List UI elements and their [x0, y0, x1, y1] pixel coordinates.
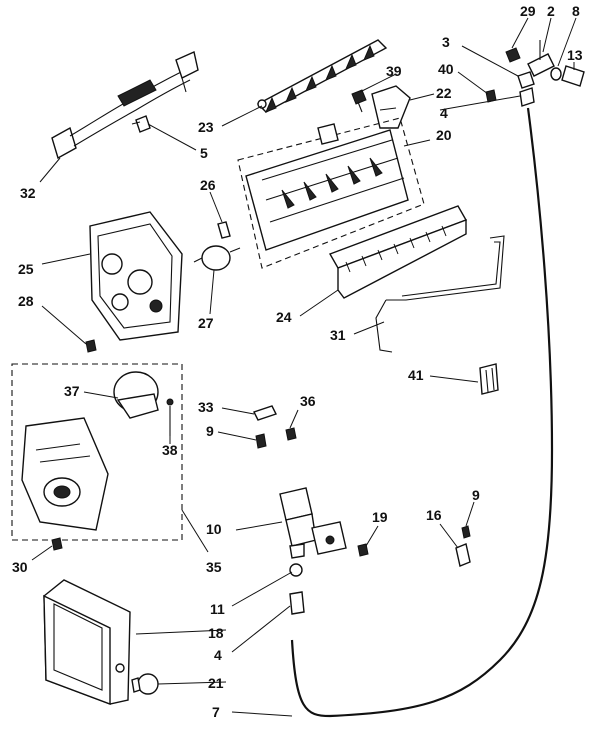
screw-38 — [166, 398, 174, 436]
label-40: 40 — [438, 61, 454, 77]
leader-lines — [31, 17, 577, 717]
label-10: 10 — [206, 521, 222, 537]
label-16: 16 — [426, 507, 442, 523]
wire-harness-32 — [51, 51, 199, 160]
label-9-right: 9 — [472, 487, 480, 503]
label-31: 31 — [330, 327, 346, 343]
label-21: 21 — [208, 675, 224, 691]
screw-19 — [357, 543, 369, 557]
callout-labels: 29 2 8 3 13 39 40 22 4 23 20 5 32 26 25 … — [12, 3, 583, 720]
label-38: 38 — [162, 442, 178, 458]
mold-20 — [237, 117, 425, 269]
fitting-4-lower — [289, 591, 305, 615]
motor-27 — [193, 245, 241, 271]
grommet-11 — [289, 563, 303, 577]
clip-5 — [131, 115, 151, 133]
clip-41 — [479, 363, 499, 395]
label-25: 25 — [18, 261, 34, 277]
label-29: 29 — [520, 3, 536, 19]
label-36: 36 — [300, 393, 316, 409]
label-24: 24 — [276, 309, 292, 325]
bracket-33 — [253, 405, 297, 449]
label-23: 23 — [198, 119, 214, 135]
control-housing-25 — [89, 211, 183, 341]
label-3: 3 — [442, 34, 450, 50]
label-30: 30 — [12, 559, 28, 575]
screw-30 — [51, 537, 63, 551]
screw-39 — [351, 89, 367, 113]
fill-cup-22 — [371, 85, 411, 129]
label-9-left: 9 — [206, 423, 214, 439]
label-35: 35 — [206, 559, 222, 575]
shutoff-arm-31 — [375, 235, 505, 353]
knob-21 — [131, 673, 159, 695]
label-39: 39 — [386, 63, 402, 79]
label-33: 33 — [198, 399, 214, 415]
label-41: 41 — [408, 367, 424, 383]
control-assembly-35 — [11, 363, 183, 541]
label-8: 8 — [572, 3, 580, 19]
label-11: 11 — [210, 601, 225, 617]
label-4-bottom: 4 — [214, 647, 222, 663]
water-valve-10 — [279, 487, 347, 559]
label-28: 28 — [18, 293, 34, 309]
label-18: 18 — [208, 625, 224, 641]
label-22: 22 — [436, 85, 452, 101]
ejector-23 — [256, 39, 388, 113]
label-26: 26 — [200, 177, 216, 193]
cover-18 — [43, 579, 131, 706]
label-27: 27 — [198, 315, 214, 331]
clamp-16 — [455, 525, 471, 567]
inlet-fittings — [485, 40, 585, 107]
label-7: 7 — [212, 704, 220, 720]
label-37: 37 — [64, 383, 80, 399]
label-5: 5 — [200, 145, 208, 161]
label-4-top: 4 — [440, 105, 448, 121]
label-2: 2 — [547, 3, 555, 19]
label-13: 13 — [567, 47, 583, 63]
label-19: 19 — [372, 509, 388, 525]
clip-26 — [217, 221, 231, 239]
label-32: 32 — [20, 185, 36, 201]
water-tube-7 — [290, 107, 554, 718]
stripper-24 — [328, 205, 468, 299]
label-20: 20 — [436, 127, 452, 143]
screw-28 — [85, 339, 97, 353]
motor-37 — [113, 371, 159, 419]
